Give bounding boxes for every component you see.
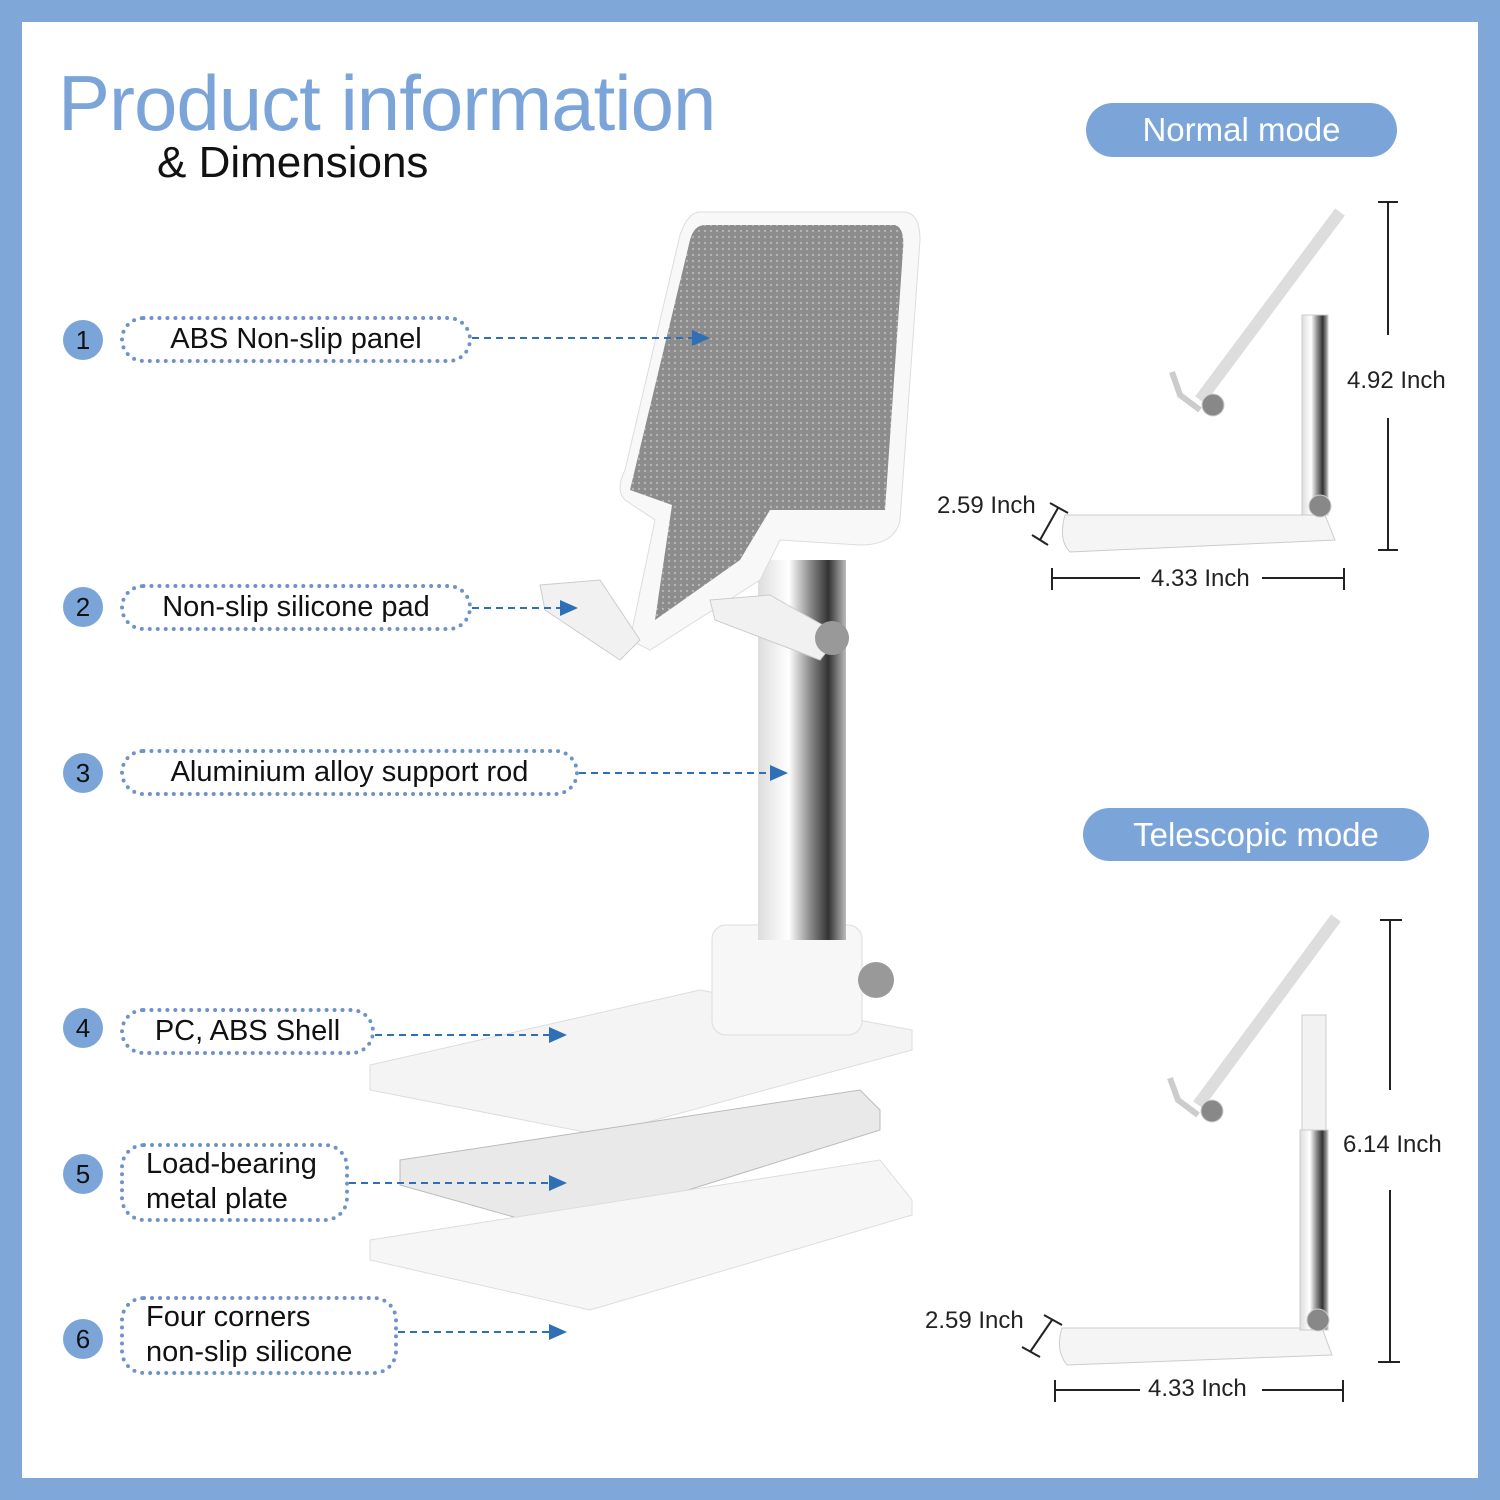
callout-number-2: 2	[63, 587, 103, 627]
normal-mode-illustration	[1061, 208, 1345, 553]
callout-silicone-pad: Non-slip silicone pad	[120, 584, 472, 631]
telescopic-depth-label: 2.59 Inch	[925, 1307, 1024, 1334]
normal-width-label: 4.33 Inch	[1151, 565, 1250, 592]
page-title: Product information	[58, 59, 716, 147]
callout-5-line-1: Load-bearing	[146, 1148, 317, 1180]
callout-6-line-1: Four corners	[146, 1301, 311, 1333]
callout-number-6: 6	[63, 1319, 103, 1359]
callout-metal-plate: Load-bearing metal plate	[120, 1143, 349, 1222]
callout-number-1: 1	[63, 320, 103, 360]
callout-corner-silicone: Four corners non-slip silicone	[120, 1296, 398, 1375]
callout-support-rod: Aluminium alloy support rod	[120, 749, 579, 796]
callout-abs-panel: ABS Non-slip panel	[120, 316, 472, 363]
callout-number-4: 4	[63, 1008, 103, 1048]
telescopic-mode-illustration	[1058, 914, 1341, 1366]
telescopic-height-label: 6.14 Inch	[1343, 1131, 1442, 1158]
dimension-lines	[1021, 201, 1402, 1402]
normal-depth-label: 2.59 Inch	[937, 492, 1036, 519]
callout-6-line-2: non-slip silicone	[146, 1336, 353, 1368]
telescopic-mode-badge: Telescopic mode	[1083, 808, 1429, 861]
page-subtitle: & Dimensions	[157, 138, 429, 187]
stand-illustration	[369, 211, 921, 1311]
callout-number-5: 5	[63, 1154, 103, 1194]
telescopic-width-label: 4.33 Inch	[1148, 1375, 1247, 1402]
callout-5-line-2: metal plate	[146, 1183, 288, 1215]
normal-height-label: 4.92 Inch	[1347, 367, 1446, 394]
callout-number-3: 3	[63, 753, 103, 793]
normal-mode-badge: Normal mode	[1086, 103, 1397, 157]
callout-shell: PC, ABS Shell	[120, 1008, 375, 1055]
